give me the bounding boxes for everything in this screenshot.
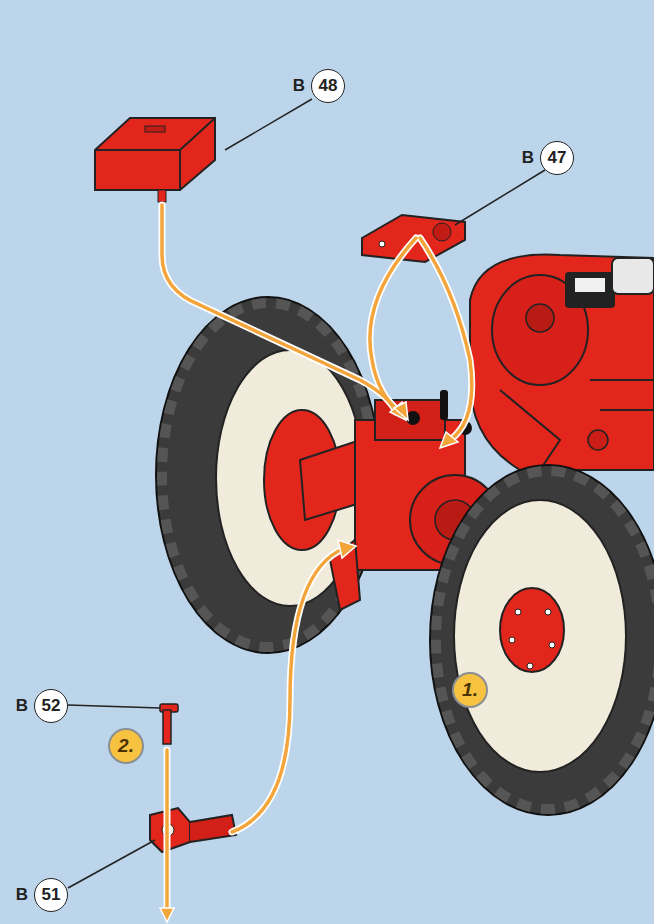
- step-marker: 1.: [452, 672, 488, 708]
- callout-node: B48: [292, 69, 345, 103]
- step-number: 1.: [452, 672, 488, 708]
- part-48: [95, 118, 215, 202]
- callout-number: 47: [540, 141, 574, 175]
- rear-wheel: [156, 297, 380, 653]
- callout-node: B51: [15, 878, 68, 912]
- callout-node: B52: [15, 689, 68, 723]
- part-set-letter: B: [521, 148, 535, 168]
- step-number: 2.: [108, 728, 144, 764]
- callout-number: 51: [34, 878, 68, 912]
- front-wheel: [430, 465, 654, 815]
- callout-number: 52: [34, 689, 68, 723]
- part-set-letter: B: [15, 885, 29, 905]
- part-51: [150, 808, 236, 852]
- tractor-body: [470, 255, 654, 470]
- part-52: [160, 704, 178, 744]
- callout-number: 48: [311, 69, 345, 103]
- leader-lines: [68, 99, 545, 888]
- callout-node: B47: [521, 141, 574, 175]
- part-set-letter: B: [15, 696, 29, 716]
- step-marker: 2.: [108, 728, 144, 764]
- assembly-arrows: [160, 205, 472, 922]
- part-set-letter: B: [292, 76, 306, 96]
